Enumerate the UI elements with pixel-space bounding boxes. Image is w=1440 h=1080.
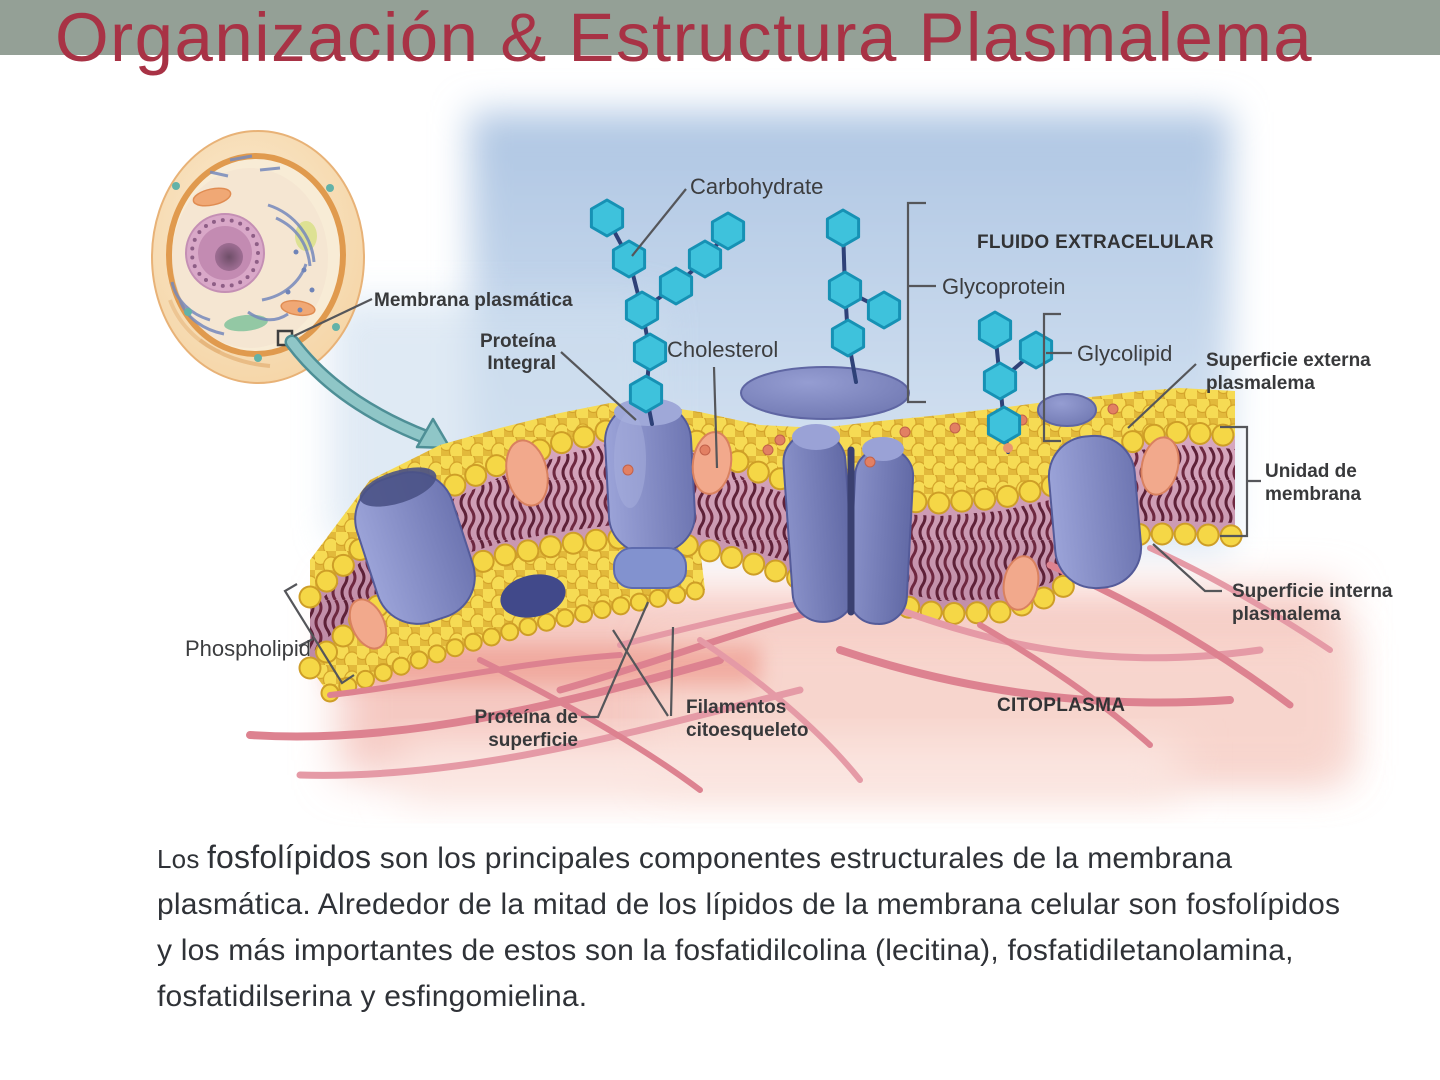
label-unidad-membrana-1: Unidad de (1265, 461, 1357, 482)
label-proteina-integral-2: Integral (487, 353, 556, 374)
vesicles (172, 182, 340, 362)
glycoprotein-dome (740, 366, 910, 420)
glycolipid-bracket (1042, 312, 1072, 443)
proteina-superficie-pointer (581, 601, 650, 719)
zoom-arrow-icon (284, 334, 452, 450)
label-proteina-superficie-2: superficie (488, 730, 578, 751)
cholesterol-pointer (712, 366, 719, 469)
label-membrana-plasmatica: Membrana plasmática (374, 290, 573, 311)
integral-protein (1047, 434, 1143, 590)
proteina-integral-pointer (560, 351, 637, 421)
cholesterol-molecules (348, 431, 1180, 650)
annotation-lines (283, 188, 1261, 719)
label-glycoprotein: Glycoprotein (942, 274, 1066, 299)
superficie-externa-pointer (1127, 363, 1197, 429)
page-title: Organización & Estructura Plasmalema (55, 0, 1314, 76)
label-filamentos-1: Filamentos (686, 697, 786, 718)
membrana-plasmatica-pointer (293, 298, 373, 337)
mitochondrion (280, 299, 316, 317)
label-proteina-superficie-1: Proteína de (475, 707, 578, 728)
label-unidad-membrana-2: membrana (1265, 484, 1362, 505)
label-citoplasma: CITOPLASMA (997, 695, 1125, 716)
paragraph-lead: Los (157, 844, 207, 874)
label-carbohydrate: Carbohydrate (690, 174, 823, 199)
golgi (224, 314, 268, 332)
label-glycolipid: Glycolipid (1077, 341, 1172, 366)
channel-protein (847, 447, 915, 625)
channel-protein (782, 431, 856, 623)
lipid-specks (622, 403, 1119, 476)
surface-protein (613, 547, 687, 589)
label-proteina-integral-1: Proteína (480, 331, 556, 352)
label-superficie-interna-2: plasmalema (1232, 604, 1341, 625)
mitochondrion (192, 187, 232, 207)
cell-illustration (151, 130, 365, 384)
body-paragraph: Los fosfolípidos son los principales com… (157, 834, 1355, 1020)
label-superficie-externa-2: plasmalema (1206, 373, 1315, 394)
ribosomes (285, 249, 315, 313)
carbohydrate-pointer (631, 188, 687, 257)
carbohydrate-chains (589, 198, 1054, 454)
diagram-labels: Membrana plasmática Proteína Integral Ca… (185, 174, 1393, 751)
phospholipid-bracket (283, 583, 355, 685)
label-filamentos-2: citoesqueleto (686, 720, 808, 741)
label-phospholipid: Phospholipid (185, 636, 311, 661)
header-bar (0, 0, 1440, 55)
membrane-proteins (348, 398, 1180, 650)
background-washes (330, 112, 1350, 800)
peripheral-protein (500, 574, 566, 618)
superficie-interna-pointer (1152, 543, 1222, 593)
filamentos-pointer (612, 626, 675, 717)
unidad-membrana-bracket (1220, 425, 1261, 538)
label-superficie-externa-1: Superficie externa (1206, 350, 1371, 371)
glycolipid-dome (1037, 393, 1097, 427)
membrane-under-shelf (310, 538, 705, 695)
paragraph-rest: son los principales componentes estructu… (157, 842, 1349, 1013)
paragraph-highlight: fosfolípidos (206, 839, 372, 875)
label-superficie-interna-1: Superficie interna (1232, 581, 1393, 602)
label-cholesterol: Cholesterol (667, 337, 778, 362)
glycoprotein-bracket (906, 201, 936, 404)
label-fluido-extracelular: FLUIDO EXTRACELULAR (977, 232, 1214, 253)
